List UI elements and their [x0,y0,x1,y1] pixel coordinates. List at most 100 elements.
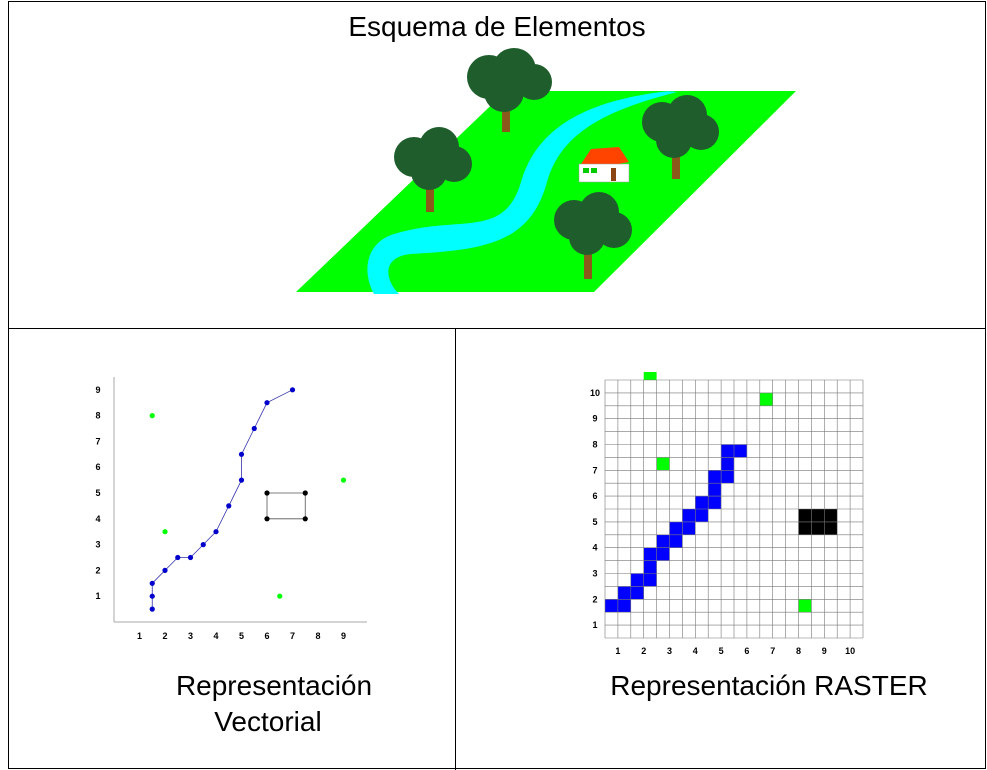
vector-tree-point [149,413,155,419]
vector-y-tick: 4 [95,514,100,524]
landscape-illustration [296,48,796,294]
raster-river-cell [708,470,722,484]
vertical-divider [455,329,456,770]
vector-y-tick: 2 [95,565,100,575]
raster-river-cell [630,573,644,587]
vector-y-tick: 3 [95,540,100,550]
vector-polygon-vertex [302,516,308,522]
raster-river-cell [630,586,644,600]
raster-y-tick: 3 [592,569,597,579]
tree-bottom [554,192,632,279]
raster-y-tick: 8 [592,440,597,450]
raster-river-cell [656,547,670,561]
raster-house-cell [824,521,838,535]
raster-x-tick: 9 [822,646,827,656]
raster-river-cell [682,521,696,535]
table-frame: Esquema de Elementos [8,1,986,770]
vector-line-vertex [162,567,168,573]
raster-river-cell [708,483,722,497]
vector-y-tick: 9 [95,385,100,395]
vector-caption-line1: Representación [175,670,373,701]
vector-x-tick: 3 [188,631,193,641]
vector-line-vertex [187,554,194,561]
raster-x-tick: 8 [796,646,801,656]
vector-y-tick: 7 [95,436,100,446]
raster-y-tick: 9 [592,414,597,424]
raster-river-cell [617,599,631,613]
raster-river-cell [695,509,709,522]
raster-river-cell [669,534,683,548]
tree-top-left [467,48,552,132]
vector-line-vertex [264,400,270,406]
vector-river-line [151,389,293,610]
vector-line-vertex [289,387,296,393]
raster-y-tick: 7 [592,465,597,475]
horizontal-divider [9,328,985,329]
house [578,147,630,183]
raster-river-cell [682,509,696,522]
raster-y-tick: 4 [592,543,597,553]
vector-tree-point [340,477,347,483]
vector-x-tick: 5 [239,631,244,641]
raster-y-tick: 10 [590,388,600,398]
raster-tree-cell [643,372,657,380]
vector-x-tick: 6 [264,631,269,641]
vector-x-tick: 7 [290,631,295,641]
raster-river-cell [643,547,657,561]
vector-x-tick: 9 [341,631,346,641]
vector-y-tick: 8 [95,411,100,421]
vector-tree-point [277,593,283,599]
vector-x-tick: 2 [162,631,167,641]
raster-y-tick: 6 [592,491,597,501]
vector-line-vertex [226,503,232,509]
vector-polygon-vertex [264,490,270,496]
vector-caption-line2: Vectorial [214,706,322,737]
raster-river-cell [643,560,657,574]
raster-y-tick: 1 [592,620,597,630]
raster-x-tick: 10 [845,646,855,656]
raster-tree-cell [798,599,812,613]
vector-y-tick: 1 [95,591,100,601]
vector-x-tick: 1 [137,631,142,641]
raster-x-tick: 2 [641,646,646,656]
raster-river-cell [617,586,631,600]
vector-line-vertex [149,593,155,599]
raster-x-tick: 1 [615,646,620,656]
raster-river-cell [669,521,683,535]
raster-river-cell [656,534,670,548]
page-title: Esquema de Elementos [348,11,646,42]
vector-polygon-vertex [302,490,308,496]
tree-right [642,95,719,179]
raster-tree-cell [656,457,670,471]
raster-house-cell [798,521,812,535]
vector-line-vertex [213,529,219,535]
vector-line-vertex [200,542,206,548]
raster-river-cell [721,444,734,458]
raster-river-cell [695,496,709,509]
raster-house-cell [798,509,812,522]
raster-river-cell [721,470,734,484]
raster-river-cell [734,444,747,458]
raster-x-tick: 3 [667,646,672,656]
raster-x-tick: 6 [744,646,749,656]
vector-x-tick: 4 [213,631,218,641]
vector-caption: Representación Vectorial [129,668,419,740]
raster-x-tick: 7 [770,646,775,656]
vector-y-tick: 5 [95,488,100,498]
raster-river-cell [708,496,722,509]
vector-tree-point [162,529,168,535]
vector-line-vertex [149,606,155,612]
river [367,91,677,294]
vector-house-polygon [266,492,306,520]
raster-river-cell [721,457,734,471]
vector-line-vertex [251,425,257,432]
raster-caption: Representación RASTER [610,670,928,701]
vector-x-tick: 8 [315,631,320,641]
raster-river-cell [605,599,618,613]
vector-line-vertex [238,451,245,457]
raster-x-tick: 4 [693,646,698,656]
raster-river-cell [643,573,657,587]
raster-y-tick: 2 [592,594,597,604]
raster-house-cell [811,521,825,535]
